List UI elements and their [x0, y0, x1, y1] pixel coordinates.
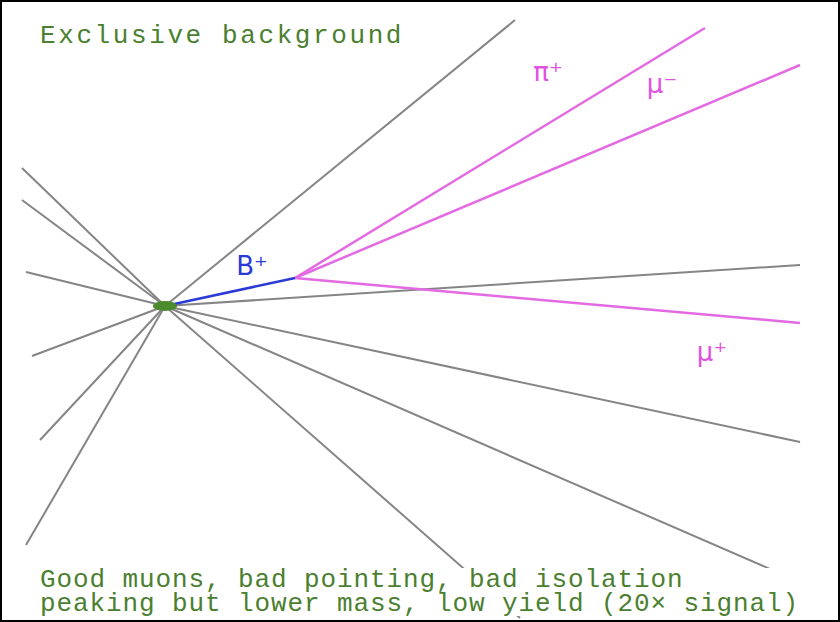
diagram-title: Exclusive background: [40, 20, 404, 52]
particle-label: μ⁻: [647, 70, 677, 98]
background-tracks: [22, 20, 800, 618]
track-line: [26, 272, 165, 306]
track-line: [22, 168, 165, 306]
b-meson-track: [165, 278, 295, 306]
particle-label: π⁺: [533, 58, 562, 86]
particle-label: B⁺: [236, 252, 268, 280]
particle-label: μ⁺: [697, 338, 727, 366]
track-line: [22, 200, 165, 306]
track-line: [165, 306, 800, 582]
caption-block: Good muons, bad pointing, bad isolation …: [40, 568, 832, 616]
primary-vertex: [153, 301, 177, 311]
track-line: [26, 306, 165, 545]
muon-track: [295, 278, 800, 323]
decay-tracks: [295, 28, 800, 323]
track-line: [32, 306, 165, 356]
caption-text: Good muons, bad pointing, bad isolation …: [40, 565, 799, 619]
muon-track: [295, 65, 800, 278]
track-line: [165, 306, 800, 442]
track-line: [40, 306, 165, 440]
pion-track: [295, 28, 705, 278]
line-spacer: [732, 568, 832, 588]
track-line: [165, 20, 515, 306]
